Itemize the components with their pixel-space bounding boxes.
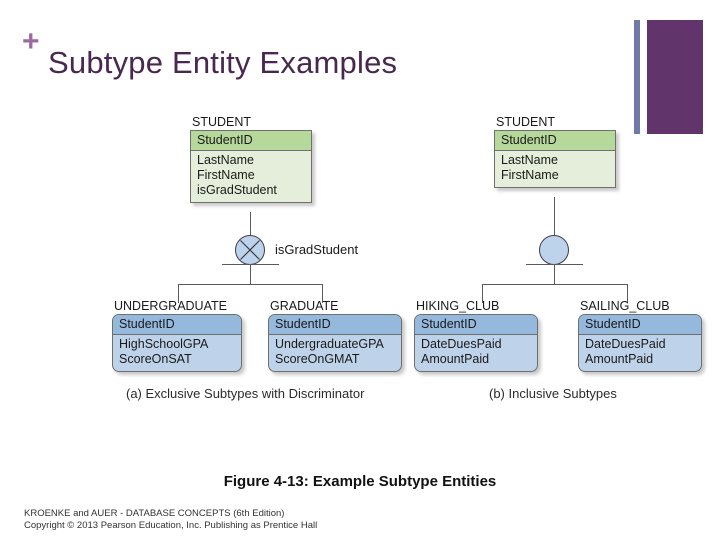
figure-caption: Figure 4-13: Example Subtype Entities xyxy=(223,473,497,490)
panel-caption-exclusive: (a) Exclusive Subtypes with Discriminato… xyxy=(126,386,365,401)
exclusive-subtype-circle-icon xyxy=(235,235,265,265)
entity-body: StudentID UndergraduateGPA ScoreOnGMAT xyxy=(268,314,402,372)
entity-attribute-list: HighSchoolGPA ScoreOnSAT xyxy=(113,335,241,371)
connector-line-vertical xyxy=(627,284,628,303)
entity-attribute: HighSchoolGPA xyxy=(119,337,209,351)
entity-body: StudentID DateDuesPaid AmountPaid xyxy=(414,314,538,372)
entity-student-exclusive: STUDENT StudentID LastName FirstName isG… xyxy=(190,115,312,203)
inclusive-subtype-circle-icon xyxy=(539,235,569,265)
entity-attribute: LastName xyxy=(501,153,558,167)
entity-attribute-list: DateDuesPaid AmountPaid xyxy=(579,335,701,371)
entity-body: StudentID DateDuesPaid AmountPaid xyxy=(578,314,702,372)
entity-attribute-list: LastName FirstName isGradStudent xyxy=(191,151,311,202)
entity-title: HIKING_CLUB xyxy=(416,299,500,313)
entity-attribute: AmountPaid xyxy=(421,352,490,366)
entity-attribute: FirstName xyxy=(501,168,559,182)
credit-line-1: KROENKE and AUER - DATABASE CONCEPTS (6t… xyxy=(24,508,285,519)
credit-line-2: Copyright © 2013 Pearson Education, Inc.… xyxy=(24,520,318,531)
connector-line-vertical xyxy=(250,212,251,235)
entity-attribute-list: DateDuesPaid AmountPaid xyxy=(415,335,537,371)
entity-attribute-list: UndergraduateGPA ScoreOnGMAT xyxy=(269,335,401,371)
entity-attribute: ScoreOnSAT xyxy=(119,352,192,366)
entity-attribute: LastName xyxy=(197,153,254,167)
entity-attribute: FirstName xyxy=(197,168,255,182)
connector-line-vertical xyxy=(322,284,323,303)
entity-attribute: UndergraduateGPA xyxy=(275,337,384,351)
entity-graduate: GRADUATE StudentID UndergraduateGPA Scor… xyxy=(268,299,402,372)
entity-hiking-club: HIKING_CLUB StudentID DateDuesPaid Amoun… xyxy=(414,299,538,372)
connector-line-vertical xyxy=(250,265,251,284)
connector-line-vertical xyxy=(554,197,555,235)
entity-key-attribute: StudentID xyxy=(495,131,615,151)
entity-body: StudentID LastName FirstName isGradStude… xyxy=(190,130,312,203)
entity-attribute: ScoreOnGMAT xyxy=(275,352,360,366)
entity-key-attribute: StudentID xyxy=(113,315,241,335)
page-title: Subtype Entity Examples xyxy=(48,45,398,80)
entity-attribute: DateDuesPaid xyxy=(421,337,502,351)
connector-line-vertical xyxy=(482,284,483,303)
entity-undergraduate: UNDERGRADUATE StudentID HighSchoolGPA Sc… xyxy=(112,299,242,372)
connector-line-horizontal xyxy=(482,284,627,285)
entity-title: STUDENT xyxy=(192,115,252,129)
entity-key-attribute: StudentID xyxy=(269,315,401,335)
entity-title: UNDERGRADUATE xyxy=(114,299,227,313)
inclusive-marker-line xyxy=(526,264,583,265)
entity-title: SAILING_CLUB xyxy=(580,299,670,313)
entity-attribute: isGradStudent xyxy=(197,183,277,197)
entity-student-inclusive: STUDENT StudentID LastName FirstName xyxy=(494,115,616,188)
decorative-bar-wide xyxy=(647,20,703,134)
connector-line-horizontal xyxy=(178,284,323,285)
panel-caption-inclusive: (b) Inclusive Subtypes xyxy=(489,386,617,401)
entity-key-attribute: StudentID xyxy=(415,315,537,335)
entity-body: StudentID HighSchoolGPA ScoreOnSAT xyxy=(112,314,242,372)
entity-title: GRADUATE xyxy=(270,299,339,313)
entity-key-attribute: StudentID xyxy=(191,131,311,151)
plus-bullet-icon: + xyxy=(22,25,40,58)
figure-diagram: STUDENT StudentID LastName FirstName isG… xyxy=(0,115,720,418)
discriminator-label: isGradStudent xyxy=(275,242,359,257)
connector-line-vertical xyxy=(554,265,555,284)
entity-attribute-list: LastName FirstName xyxy=(495,151,615,187)
entity-title: STUDENT xyxy=(496,115,556,129)
entity-sailing-club: SAILING_CLUB StudentID DateDuesPaid Amou… xyxy=(578,299,702,372)
entity-key-attribute: StudentID xyxy=(579,315,701,335)
connector-line-vertical xyxy=(178,284,179,303)
entity-attribute: AmountPaid xyxy=(585,352,654,366)
entity-body: StudentID LastName FirstName xyxy=(494,130,616,188)
entity-attribute: DateDuesPaid xyxy=(585,337,666,351)
decorative-bar-thin xyxy=(634,20,640,134)
exclusive-marker-line xyxy=(222,264,279,265)
